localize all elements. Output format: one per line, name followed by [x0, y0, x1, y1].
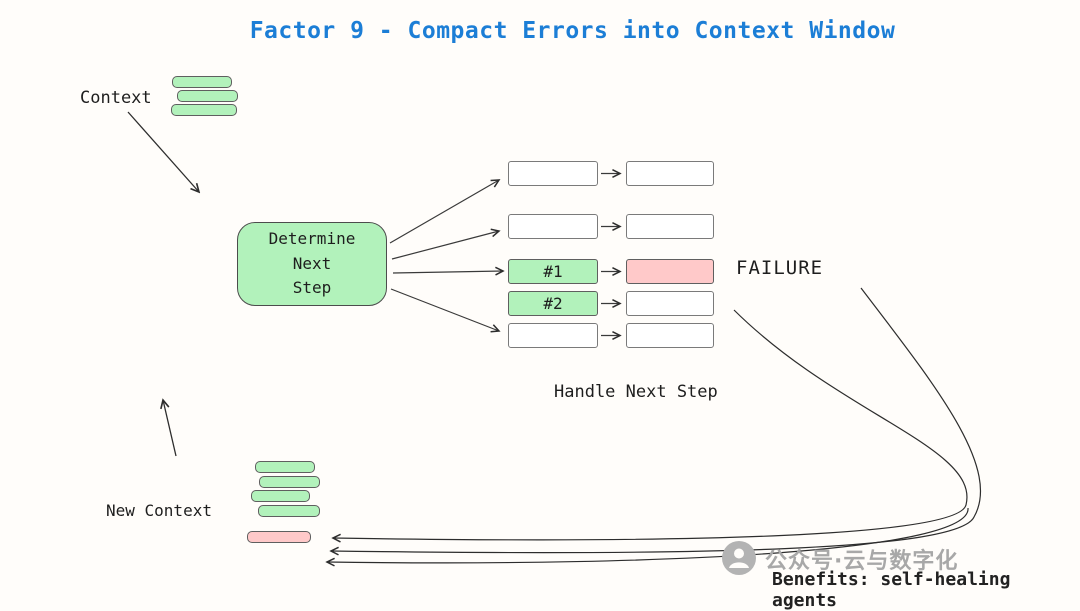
- diagram-title: Factor 9 - Compact Errors into Context W…: [249, 18, 896, 44]
- new-context-error-bar: [247, 531, 311, 543]
- step-left-box: [508, 323, 598, 348]
- fan-arrow-3: [392, 271, 503, 273]
- determine-next-step-box: Determine Next Step: [237, 222, 387, 306]
- step-left-box: [508, 161, 598, 186]
- context-bar: [171, 104, 237, 116]
- new-context-bar: [255, 461, 315, 473]
- step-right-box: [626, 161, 714, 186]
- watermark-text: 公众号·云与数字化: [765, 549, 959, 574]
- fan-arrow-4: [390, 288, 499, 331]
- context-label: Context: [80, 88, 152, 108]
- step-right-box: [626, 291, 714, 316]
- step-left-box: [508, 214, 598, 239]
- fan-arrow-1: [389, 180, 499, 244]
- step-right-box-failure: [626, 259, 714, 284]
- new-context-label: New Context: [106, 501, 212, 520]
- benefits-label: Benefits: self-healing agents: [772, 569, 1011, 611]
- context-bar: [172, 76, 232, 88]
- wechat-official-account-icon: [722, 541, 756, 575]
- step-right-box: [626, 323, 714, 348]
- new-context-up-arrow: [163, 400, 177, 457]
- step-left-box: #2: [508, 291, 598, 316]
- failure-label: FAILURE: [736, 257, 824, 279]
- step-left-box: #1: [508, 259, 598, 284]
- new-context-bar: [259, 476, 320, 488]
- context-bar: [177, 90, 238, 102]
- fan-arrow-2: [391, 231, 499, 260]
- new-context-bar: [251, 490, 310, 502]
- context-to-determine-arrow: [127, 111, 199, 192]
- step-right-box: [626, 214, 714, 239]
- handle-next-step-label: Handle Next Step: [554, 382, 718, 402]
- new-context-bar: [258, 505, 320, 517]
